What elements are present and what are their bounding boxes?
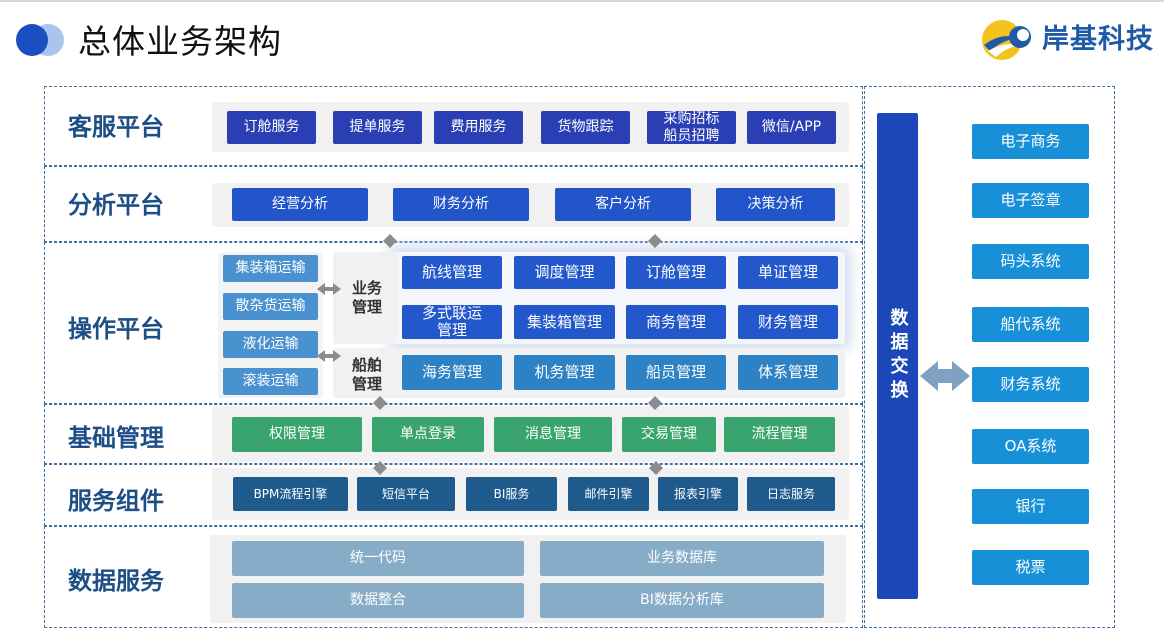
message-management-button[interactable]: 消息管理: [494, 417, 612, 452]
bill-service-button[interactable]: 提单服务: [333, 111, 422, 144]
process-management-button[interactable]: 流程管理: [724, 417, 835, 452]
service-components-label: 服务组件: [68, 487, 164, 515]
basic-management-section: [44, 404, 863, 464]
order-service-button[interactable]: 订舱服务: [227, 111, 316, 144]
operation-analysis-button[interactable]: 经营分析: [232, 188, 368, 221]
service-platform-label: 客服平台: [68, 113, 164, 141]
single-sign-on-button[interactable]: 单点登录: [372, 417, 484, 452]
title-bullet-icon: [16, 24, 64, 56]
service-panel: [212, 102, 849, 152]
engineering-management-button[interactable]: 机务管理: [514, 355, 615, 390]
system-bank[interactable]: 银行: [972, 489, 1089, 524]
bulk-transport-button[interactable]: 散杂货运输: [223, 293, 318, 320]
system-tax-invoice[interactable]: 税票: [972, 550, 1089, 585]
business-database-block[interactable]: 业务数据库: [540, 541, 824, 576]
operation-platform-label: 操作平台: [68, 315, 164, 343]
dispatch-management-button[interactable]: 调度管理: [514, 256, 615, 289]
system-esignature[interactable]: 电子签章: [972, 183, 1089, 218]
ship-management-label: 船舶 管理: [351, 356, 382, 393]
data-integration-block[interactable]: 数据整合: [232, 583, 524, 618]
brand-name: 岸基科技: [1042, 24, 1154, 55]
analysis-platform-label: 分析平台: [68, 191, 164, 219]
maritime-management-button[interactable]: 海务管理: [402, 355, 502, 390]
analysis-platform-section: [44, 166, 863, 242]
data-exchange-bar: [877, 113, 918, 599]
system-ecommerce[interactable]: 电子商务: [972, 124, 1089, 159]
procurement-recruitment-button[interactable]: 采购招标 船员招聘: [647, 111, 736, 144]
roro-transport-button[interactable]: 滚装运输: [223, 368, 318, 395]
system-oa[interactable]: OA系统: [972, 429, 1089, 464]
container-transport-button[interactable]: 集装箱运输: [223, 255, 318, 282]
mail-engine-button[interactable]: 邮件引擎: [568, 477, 649, 511]
container-management-button[interactable]: 集装箱管理: [514, 305, 615, 339]
report-engine-button[interactable]: 报表引擎: [658, 477, 738, 511]
booking-management-button[interactable]: 订舱管理: [626, 256, 726, 289]
bi-service-button[interactable]: BI服务: [466, 477, 557, 511]
company-logo-icon: [982, 20, 1031, 60]
wechat-app-button[interactable]: 微信/APP: [747, 111, 836, 144]
fee-service-button[interactable]: 费用服务: [434, 111, 523, 144]
transaction-management-button[interactable]: 交易管理: [622, 417, 716, 452]
page-title: 总体业务架构: [78, 22, 282, 61]
sms-platform-button[interactable]: 短信平台: [357, 477, 455, 511]
cargo-tracking-button[interactable]: 货物跟踪: [541, 111, 630, 144]
data-services-label: 数据服务: [68, 567, 164, 595]
top-divider: [0, 0, 1164, 2]
system-management-button[interactable]: 体系管理: [738, 355, 838, 390]
route-management-button[interactable]: 航线管理: [402, 256, 502, 289]
system-terminal[interactable]: 码头系统: [972, 244, 1089, 279]
bpm-engine-button[interactable]: BPM流程引擎: [233, 477, 348, 511]
system-shipping-agency[interactable]: 船代系统: [972, 307, 1089, 342]
business-management-label: 业务 管理: [351, 279, 382, 316]
service-platform-section: [44, 86, 863, 166]
finance-analysis-button[interactable]: 财务分析: [393, 188, 529, 221]
liquid-transport-button[interactable]: 液化运输: [223, 331, 318, 358]
system-finance[interactable]: 财务系统: [972, 367, 1089, 402]
service-components-section: [44, 464, 863, 526]
basic-management-label: 基础管理: [68, 424, 164, 452]
permission-management-button[interactable]: 权限管理: [232, 417, 362, 452]
data-services-section: [44, 526, 863, 628]
business-label-panel: [333, 252, 397, 344]
unified-code-block[interactable]: 统一代码: [232, 541, 524, 576]
log-service-button[interactable]: 日志服务: [747, 477, 835, 511]
operation-platform-section: [44, 242, 863, 404]
data-exchange-label: 数据交换: [887, 308, 909, 404]
external-systems-section: [864, 86, 1115, 628]
multimodal-management-button[interactable]: 多式联运 管理: [402, 305, 502, 339]
customer-analysis-button[interactable]: 客户分析: [555, 188, 691, 221]
decision-analysis-button[interactable]: 决策分析: [716, 188, 835, 221]
crew-management-button[interactable]: 船员管理: [626, 355, 726, 390]
finance-management-button[interactable]: 财务管理: [738, 305, 838, 339]
commerce-management-button[interactable]: 商务管理: [626, 305, 726, 339]
document-management-button[interactable]: 单证管理: [738, 256, 838, 289]
bi-analysis-database-block[interactable]: BI数据分析库: [540, 583, 824, 618]
